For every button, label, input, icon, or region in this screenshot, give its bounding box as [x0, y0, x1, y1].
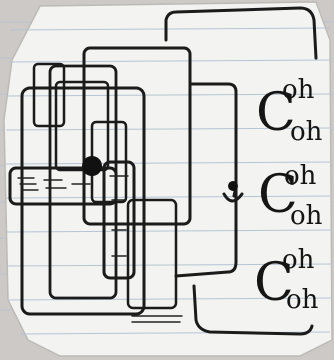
- joint-dot: [228, 181, 238, 191]
- label-oh-6: oh: [286, 285, 319, 315]
- label-oh-1: oh: [282, 75, 315, 105]
- label-oh-5: oh: [282, 245, 315, 275]
- cursor-dot: [82, 156, 102, 176]
- label-oh-2: oh: [290, 117, 323, 147]
- label-oh-3: oh: [284, 161, 317, 191]
- label-oh-4: oh: [290, 201, 323, 231]
